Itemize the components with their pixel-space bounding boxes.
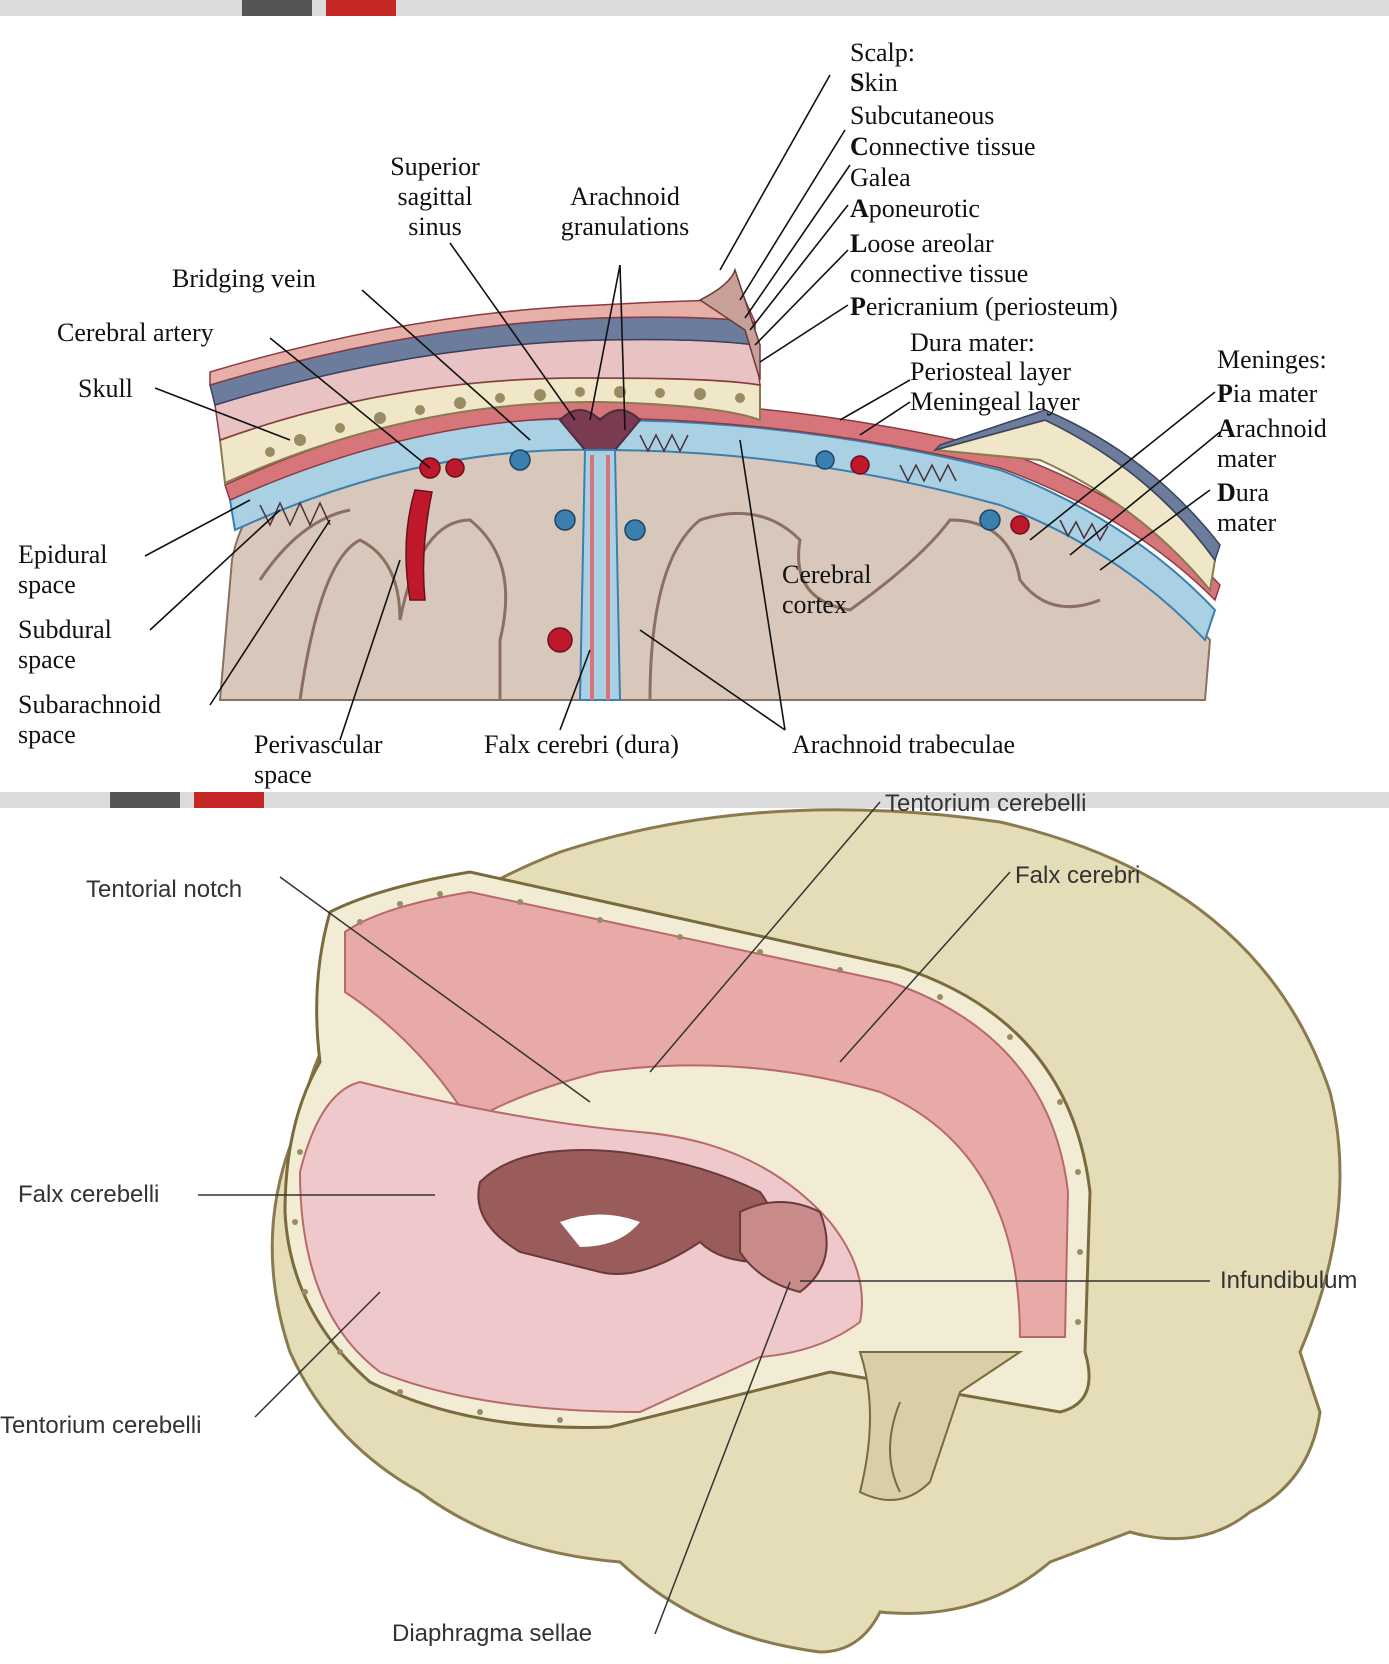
- scalp-layer-connective: Connective tissue: [850, 132, 1036, 161]
- meninges-section-panel: Scalp: Skin Subcutaneous Connective tiss…: [0, 0, 1389, 792]
- sella-region: [739, 1201, 828, 1294]
- label-tentorium-cerebelli-left: Tentorium cerebelli: [0, 1412, 202, 1439]
- label-pia-mater: Pia mater: [1217, 379, 1318, 408]
- scalp-layer-loose-areolar: Loose areolar: [850, 229, 994, 258]
- label-falx-cerebri: Falx cerebri: [1015, 862, 1141, 889]
- label-bridging-vein: Bridging vein: [172, 264, 316, 293]
- label-skull: Skull: [78, 374, 133, 403]
- bottom-header-bar: [0, 792, 1389, 808]
- foramen-opening: [560, 1214, 640, 1247]
- leader-lines: [144, 74, 1221, 741]
- label-dura-mater-title: Dura mater:: [910, 328, 1035, 357]
- scalp-skin: [209, 299, 757, 387]
- bone-diploe-dots: [292, 891, 1083, 1423]
- header-red-block-2: [194, 792, 264, 808]
- label-falx-cerebelli: Falx cerebelli: [18, 1181, 160, 1208]
- label-meningeal-layer: Meningeal layer: [910, 387, 1080, 416]
- facial-bones: [858, 1351, 1024, 1501]
- label-superior-sagittal-sinus: Superior sagittal sinus: [390, 152, 480, 241]
- scalp-flaps: [698, 267, 761, 381]
- header-dark-block: [242, 0, 312, 16]
- scalp-layer-skin: Skin: [850, 68, 898, 97]
- header-dark-block-2: [110, 792, 180, 808]
- label-meninges-title: Meninges:: [1217, 345, 1327, 374]
- label-cerebral-artery: Cerebral artery: [57, 318, 214, 347]
- top-header-bar: [0, 0, 1389, 16]
- label-arachnoid-trabeculae: Arachnoid trabeculae: [792, 730, 1016, 759]
- header-red-block: [326, 0, 396, 16]
- label-periosteal-layer: Periosteal layer: [910, 357, 1071, 386]
- label-tentorium-cerebelli-top: Tentorium cerebelli: [885, 790, 1087, 817]
- scalp-layer-galea: Galea: [850, 163, 911, 192]
- meninges-illustration: [144, 74, 1221, 741]
- scalp-layer-aponeurotic: Aponeurotic: [850, 194, 980, 223]
- skull-illustration: [198, 801, 1342, 1654]
- scalp-title: Scalp:: [850, 38, 915, 67]
- skull-diploe: [265, 386, 745, 457]
- label-falx-cerebri-dura: Falx cerebri (dura): [484, 730, 679, 759]
- veins: [509, 449, 1001, 541]
- cerebral-arteries: [405, 455, 1030, 653]
- scalp-layer-pericranium: Pericranium (periosteum): [850, 292, 1118, 321]
- tentorial-notch-shape: [477, 1149, 776, 1275]
- scalp-layer-subcutaneous: Subcutaneous: [850, 101, 995, 130]
- label-infundibulum: Infundibulum: [1220, 1267, 1358, 1294]
- dural-reflections-panel: Tentorium cerebelli Falx cerebri Tentori…: [0, 790, 1389, 1664]
- label-tentorial-notch: Tentorial notch: [86, 876, 243, 903]
- label-arachnoid-granulations: Arachnoid granulations: [560, 182, 690, 241]
- cortex-folds: [298, 511, 1101, 701]
- label-diaphragma-sellae: Diaphragma sellae: [392, 1620, 593, 1647]
- leader-lines-2: [198, 801, 1210, 1635]
- superior-sagittal-sinus: [558, 409, 642, 451]
- scalp-layer-connective-2: connective tissue: [850, 259, 1029, 288]
